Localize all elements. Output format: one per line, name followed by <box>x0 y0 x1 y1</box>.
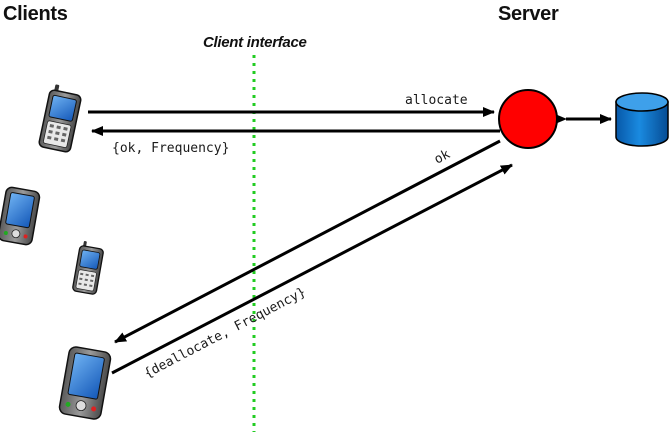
deallocate-arrow <box>111 163 513 375</box>
client-interface-label: Client interface <box>203 34 307 51</box>
database-icon <box>615 92 669 147</box>
smartphone-icon <box>38 84 82 153</box>
pda-icon <box>0 186 41 246</box>
ok-frequency-label: {ok, Frequency} <box>112 141 229 156</box>
ok-arrow <box>114 139 501 344</box>
allocate-label: allocate <box>405 93 468 108</box>
deallocate-label: {deallocate, Frequency} <box>142 285 308 382</box>
clients-heading: Clients <box>3 3 68 25</box>
smartphone-icon <box>72 241 104 295</box>
pda-icon <box>58 346 112 420</box>
server-process-icon <box>498 89 558 149</box>
ok-label: ok <box>432 147 453 168</box>
server-heading: Server <box>498 3 559 25</box>
